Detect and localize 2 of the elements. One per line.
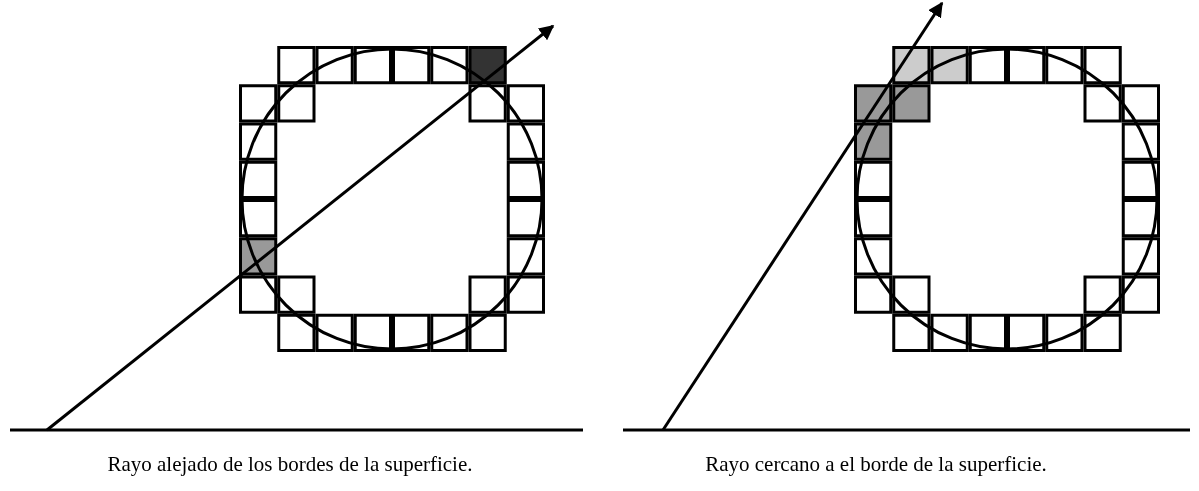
caption: Rayo alejado de los bordes de la superficie. — [106, 452, 474, 477]
caption: Rayo cercano a el borde de la superficie. — [704, 452, 1048, 477]
